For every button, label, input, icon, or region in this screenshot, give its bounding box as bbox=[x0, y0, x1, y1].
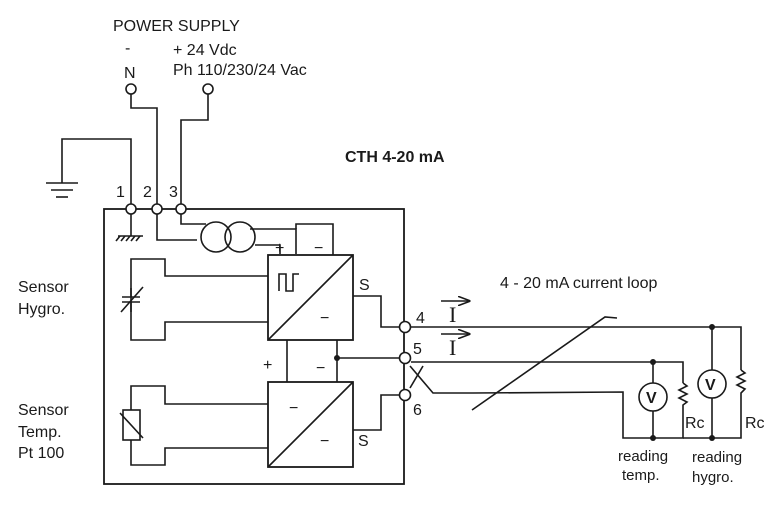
voltmeter-hygro-label: V bbox=[705, 377, 716, 394]
wire-out-hygro-s bbox=[353, 295, 400, 328]
temp-signal-label: S bbox=[358, 433, 369, 450]
supply-terminal-n bbox=[125, 83, 137, 95]
transformer-icon bbox=[200, 221, 256, 253]
temp-converter: − − bbox=[267, 381, 354, 468]
current-symbol-bottom: I bbox=[449, 335, 456, 360]
sensor-hygro-line2: Hygro. bbox=[18, 301, 65, 318]
neutral-label: N bbox=[124, 65, 136, 82]
wire-hygro-sensor bbox=[130, 258, 268, 341]
earth-hatch-icon bbox=[115, 235, 143, 242]
reading-hygro-line1: reading bbox=[692, 449, 742, 466]
supply-minus-label: − bbox=[314, 240, 323, 257]
wire-ground bbox=[61, 138, 132, 204]
loop-plus-label: + bbox=[263, 357, 272, 374]
current-symbol-top: I bbox=[449, 302, 456, 327]
power-supply-title: POWER SUPPLY bbox=[113, 18, 240, 35]
wire-phase bbox=[180, 94, 209, 204]
temp-converter-minus-top: − bbox=[289, 400, 298, 417]
wire-loop-top bbox=[411, 326, 742, 370]
terminal-3 bbox=[175, 203, 187, 215]
rc-temp-label: Rc bbox=[685, 415, 705, 432]
sensor-temp-line1: Sensor bbox=[18, 402, 69, 419]
reading-temp-line1: reading bbox=[618, 448, 668, 465]
terminal-1 bbox=[125, 203, 137, 215]
terminal-4-label: 4 bbox=[416, 310, 425, 327]
neutral-minus-sign: - bbox=[125, 40, 130, 57]
wire-transformer-out-plus bbox=[250, 228, 297, 254]
temp-converter-minus-bottom: − bbox=[320, 433, 329, 450]
hygro-converter-minus: − bbox=[320, 310, 329, 327]
supply-terminal-ph bbox=[202, 83, 214, 95]
reading-hygro-line2: hygro. bbox=[692, 469, 734, 486]
current-loop-label: 4 - 20 mA current loop bbox=[500, 275, 658, 292]
loop-break-line bbox=[471, 316, 618, 411]
terminal-3-label: 3 bbox=[169, 184, 178, 201]
phase-label: Ph 110/230/24 Vac bbox=[173, 62, 307, 79]
hygro-signal-label: S bbox=[359, 277, 370, 294]
sensor-hygro-line1: Sensor bbox=[18, 279, 69, 296]
terminal-5-label: 5 bbox=[413, 341, 422, 358]
pt100-resistor-icon bbox=[119, 409, 144, 441]
wire-loop-hygro-return bbox=[409, 365, 424, 389]
voltmeter-hygro: V bbox=[697, 369, 727, 399]
wire-neutral bbox=[130, 94, 158, 204]
loop-minus-label: − bbox=[316, 360, 325, 377]
terminal-6-label: 6 bbox=[413, 402, 422, 419]
terminal-4 bbox=[398, 320, 412, 334]
sensor-temp-line3: Pt 100 bbox=[18, 445, 64, 462]
wire-loop-mid bbox=[411, 361, 684, 383]
terminal-2 bbox=[151, 203, 163, 215]
pulse-wave-icon bbox=[278, 273, 299, 292]
resistor-rc-temp-icon bbox=[677, 382, 689, 408]
plus-24vdc-label: + 24 Vdc bbox=[173, 42, 237, 59]
wire-transformer-in-top bbox=[180, 214, 206, 225]
supply-plus-label: + bbox=[275, 240, 284, 257]
voltmeter-temp: V bbox=[638, 382, 668, 412]
device-name: CTH 4-20 mA bbox=[345, 149, 445, 166]
variable-capacitor-icon bbox=[120, 286, 144, 313]
wire-transformer-out-minus bbox=[255, 244, 281, 254]
reading-temp-line2: temp. bbox=[622, 467, 660, 484]
terminal-5 bbox=[398, 351, 412, 365]
ground-icon bbox=[46, 182, 78, 198]
voltmeter-temp-label: V bbox=[646, 390, 657, 407]
terminal-6 bbox=[398, 388, 412, 402]
terminal-2-label: 2 bbox=[143, 184, 152, 201]
resistor-rc-hygro-icon bbox=[735, 369, 747, 398]
wire-out-temp-s bbox=[353, 394, 400, 431]
terminal-1-label: 1 bbox=[116, 184, 125, 201]
hygro-converter: − bbox=[267, 254, 354, 341]
wire-transformer-in-bottom bbox=[156, 214, 197, 241]
wire-temp-sensor bbox=[130, 385, 268, 466]
device-enclosure bbox=[103, 208, 405, 485]
rc-hygro-label: Rc bbox=[745, 415, 765, 432]
sensor-temp-line2: Temp. bbox=[18, 424, 62, 441]
